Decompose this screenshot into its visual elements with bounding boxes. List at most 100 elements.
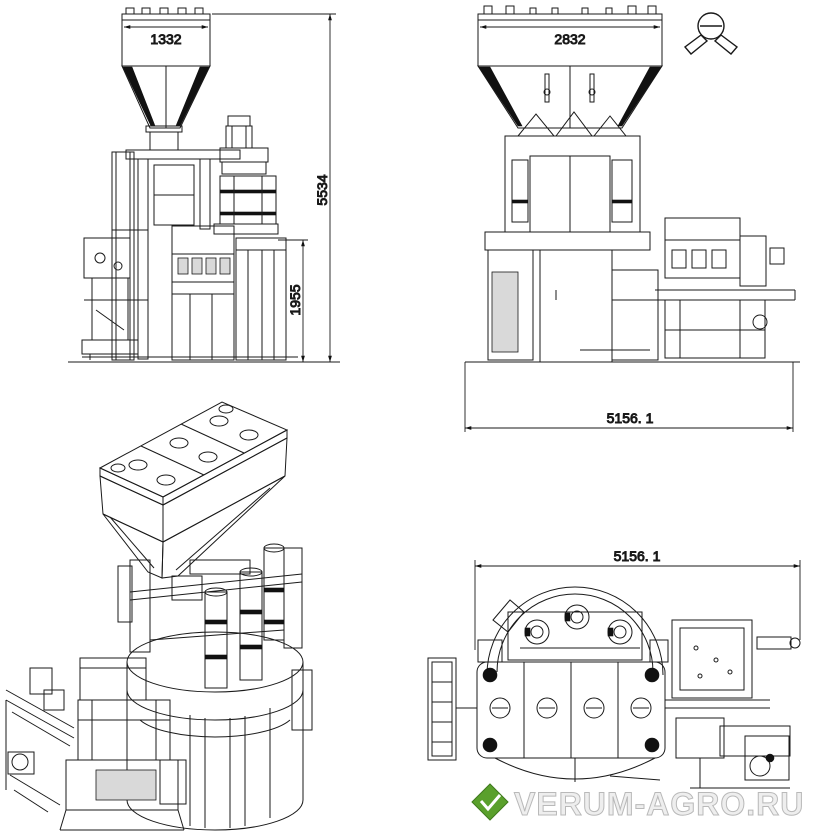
front-bagging-unit-part	[219, 257, 231, 275]
front-weigher-tower-part	[225, 125, 253, 149]
top-view: 5156. 1	[427, 548, 801, 789]
top-weigh-band-part	[630, 697, 652, 719]
front-bagging-unit-part	[235, 237, 287, 361]
iso-hopper-part	[218, 404, 234, 414]
iso-weighers-part	[239, 609, 263, 615]
iso-bag-feeder-part	[79, 657, 147, 701]
side-weighers-part	[611, 199, 633, 204]
top-conveyor-unit-part	[671, 619, 753, 699]
iso-bag-feeder-part	[65, 759, 179, 811]
side-weighers-part	[516, 113, 556, 137]
top-rotary-part	[570, 610, 584, 624]
iso-conveyor-part	[11, 753, 29, 771]
front-hopper-part	[177, 7, 187, 15]
front-hopper-width-label: 1332	[150, 31, 181, 47]
iso-frame-part	[129, 559, 151, 653]
front-weigher-tower-part	[227, 115, 251, 127]
iso-weighers-part	[263, 587, 285, 593]
side-hopper-part	[505, 5, 515, 15]
front-bagging-unit-part	[171, 293, 235, 361]
top-dimensions	[474, 560, 801, 650]
iso-funnel-left	[102, 513, 164, 579]
top-weigh-band-part	[644, 667, 660, 683]
side-weighers-part	[484, 231, 651, 251]
top-conveyor-unit-part	[697, 673, 703, 679]
front-weigher-tower-part	[221, 161, 267, 175]
side-hopper-lid	[477, 13, 663, 21]
front-hopper-part	[141, 7, 151, 15]
iso-hopper-part	[140, 445, 205, 476]
side-view: 2832	[464, 5, 800, 432]
iso-conveyor-part	[29, 667, 53, 695]
front-frame-part	[199, 158, 211, 230]
front-ground	[68, 356, 340, 363]
top-rotary-part	[564, 612, 571, 622]
top-rotary	[477, 586, 669, 782]
top-conveyor-unit-part	[727, 669, 733, 675]
front-weigher-tower-part	[219, 211, 277, 216]
top-conveyor-unit-part	[765, 753, 775, 763]
top-overall-length-label: 5156. 1	[614, 548, 661, 564]
iso-bag-feeder-part	[59, 809, 67, 831]
iso-hopper	[98, 401, 289, 579]
side-hopper-cone	[477, 65, 663, 129]
top-weigh-band-part	[536, 697, 558, 719]
top-conveyor-unit-part	[693, 645, 699, 651]
top-conveyor-unit-part	[713, 657, 719, 663]
front-weigher-tower-part	[219, 175, 277, 225]
side-conveyor-part	[671, 249, 687, 269]
top-weigh-band-part	[482, 667, 498, 683]
iso-hopper-part	[180, 423, 245, 454]
top-rotary-part	[507, 611, 643, 661]
iso-weighers-part	[239, 571, 263, 681]
iso-weighers-part	[239, 644, 263, 650]
top-rotary-part	[613, 625, 627, 639]
front-hopper-part	[122, 66, 156, 127]
side-lower-body-part	[491, 271, 519, 353]
top-weigh-band	[476, 661, 666, 759]
top-conveyor-unit-part	[744, 735, 790, 781]
front-frame-part	[137, 158, 149, 360]
top-conveyor-unit-part	[756, 636, 792, 650]
top-side-rack-part	[431, 661, 453, 757]
iso-conveyor-part	[5, 689, 75, 729]
top-weigh-band-part	[583, 697, 605, 719]
top-conveyor-unit	[665, 619, 801, 789]
side-weighers-part	[555, 111, 593, 137]
side-hopper-part	[617, 66, 662, 127]
iso-frame-part	[171, 575, 203, 601]
iso-hopper-part	[198, 451, 218, 463]
side-weighers	[484, 111, 651, 251]
top-rotary-part	[496, 593, 654, 673]
iso-rotary-base-part	[291, 669, 313, 731]
side-hopper-part	[483, 5, 493, 15]
top-rotary-part	[607, 627, 614, 637]
top-conveyor-unit-part	[719, 725, 791, 757]
side-hopper-part	[529, 7, 537, 15]
overall-height-label: 5534	[314, 174, 330, 205]
isometric-view	[5, 401, 313, 831]
top-conveyor-unit-part	[675, 717, 725, 759]
side-hopper-width-label: 2832	[554, 31, 585, 47]
iso-bag-feeder-part	[95, 769, 157, 801]
iso-hopper-lid	[98, 401, 289, 498]
front-weigher-tower-part	[219, 189, 277, 194]
iso-frame-part	[129, 581, 303, 601]
side-lower-body-part	[487, 249, 534, 361]
side-weighers-part	[611, 159, 633, 223]
side-lower-body-part	[539, 249, 613, 363]
side-dimensions	[464, 362, 794, 432]
iso-hopper-part	[239, 429, 259, 441]
iso-conveyor-part	[13, 789, 49, 813]
iso-hopper-part	[156, 474, 176, 486]
side-hopper-part	[543, 88, 551, 96]
front-bagging-unit-part	[205, 257, 217, 275]
iso-weighers	[204, 543, 285, 689]
front-dimensions	[212, 13, 336, 362]
iso-hopper-part	[128, 459, 148, 471]
iso-conveyor-part	[5, 699, 75, 739]
front-bagging-unit	[171, 225, 287, 361]
side-weighers-part	[511, 159, 529, 223]
rotary-layout-icon-part	[683, 34, 709, 55]
iso-hopper-part	[110, 463, 126, 473]
